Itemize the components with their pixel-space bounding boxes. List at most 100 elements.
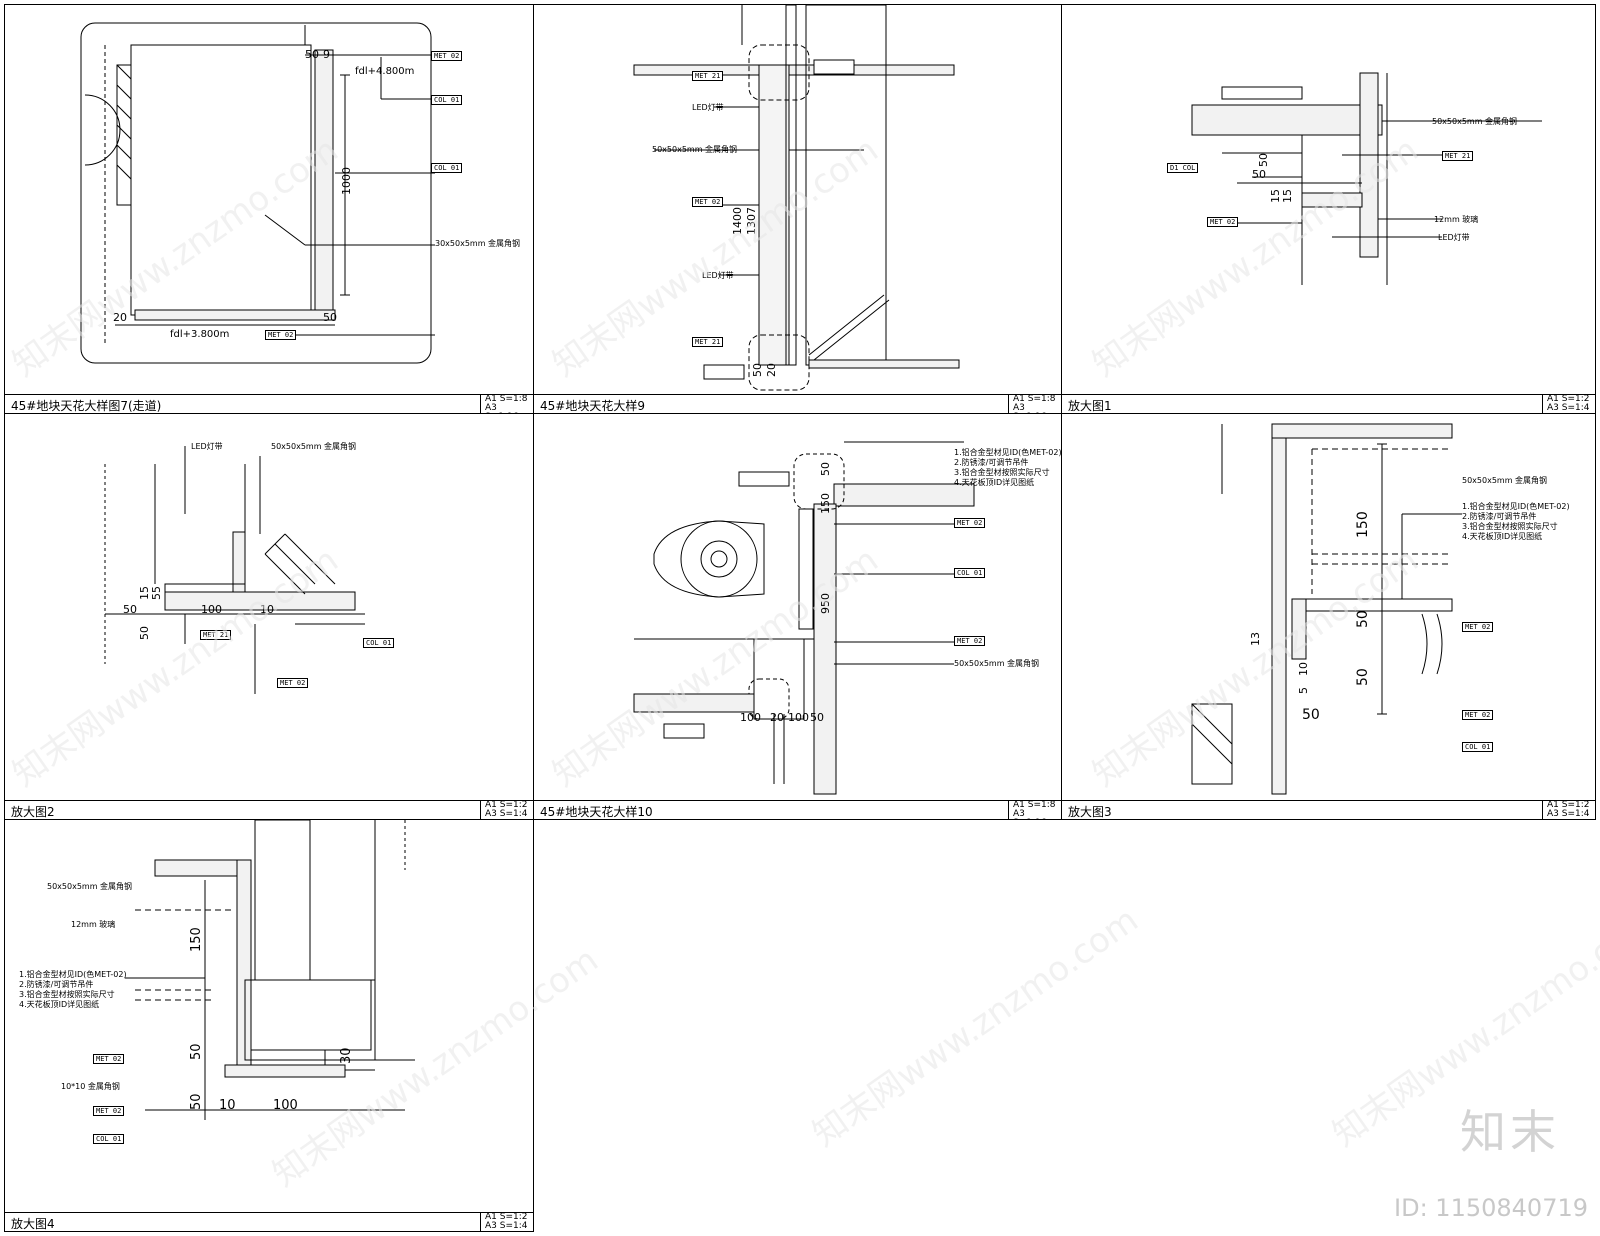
note-line: 3.铝合金型材按照实际尺寸 [954, 468, 1050, 477]
dimension: 13 [1249, 632, 1262, 646]
level-label: fdl+3.800m [170, 329, 230, 340]
dimension: 50 [1252, 168, 1266, 181]
material-tag: MET 02 [1207, 217, 1239, 227]
material-tag: COL 01 [93, 1134, 125, 1144]
material-tag: COL 01 [431, 95, 463, 105]
panel-detail-7: MET 02 COL 01 COL 01 MET 02 fdl+4.800m 3… [4, 4, 534, 414]
dimension: 50 [819, 462, 832, 476]
dimension: 50 [1355, 610, 1371, 628]
dimension: 9 [323, 48, 330, 61]
title-bar: 45#地块天花大样图7(走道) A1 S=1:8A3 S=1:16 [5, 394, 533, 413]
drawing-title: 45#地块天花大样9 [540, 399, 645, 413]
dimension: 10 [219, 1098, 236, 1113]
dimension: 20 [113, 311, 127, 324]
material-tag: MET 02 [1462, 622, 1494, 632]
dimension: 5 [1297, 687, 1310, 694]
panel-enlarged-3: 50x50x5mm 金属角钢 1.铝合金型材见ID(色MET-02) 2.防锈漆… [1061, 413, 1596, 820]
dimension: 30 [339, 1047, 354, 1064]
brand-logo: 知末 [1460, 1105, 1560, 1159]
drawing-title: 45#地块天花大样10 [540, 805, 653, 819]
dimension: 50 [1302, 707, 1320, 723]
scale-a3: A3 S=1:16 [485, 403, 518, 414]
dimension: 50 [1257, 153, 1270, 167]
material-tag: MET 02 [265, 330, 297, 340]
note-line: 2.防锈漆/可调节吊件 [19, 980, 94, 989]
material-tag: D1 COL [1167, 163, 1199, 173]
dimension: 950 [819, 593, 832, 614]
scale-box: A1 S=1:8A3 S=1:16 [1008, 801, 1061, 819]
dimension: 1400 [731, 207, 744, 235]
scale-a1: A1 S=1:2 [485, 1212, 528, 1222]
image-id: ID: 1150840719 [1394, 1194, 1588, 1222]
callout-label: 50x50x5mm 金属角钢 [1432, 117, 1518, 126]
callout-label: LED灯带 [692, 103, 724, 112]
material-tag: COL 01 [1462, 742, 1494, 752]
material-tag: MET 02 [93, 1054, 125, 1064]
callout-label: 50x50x5mm 金属角钢 [47, 882, 133, 891]
callout-label: 30x50x5mm 金属角钢 [435, 239, 521, 248]
material-tag: MET 21 [200, 630, 232, 640]
dimension: 50 [1355, 668, 1371, 686]
scale-a3: A3 S=1:4 [1547, 809, 1590, 819]
material-tag: COL 01 [431, 163, 463, 173]
dimension: 100 [740, 711, 761, 724]
material-tag: MET 02 [692, 197, 724, 207]
dimension: 100 [273, 1098, 298, 1113]
scale-a3: A3 S=1:16 [1013, 403, 1046, 414]
dimension: 50 [189, 1043, 204, 1060]
material-tag: MET 21 [692, 71, 724, 81]
dimension: 50 [810, 711, 824, 724]
note-line: 2.防锈漆/可调节吊件 [1462, 512, 1537, 521]
material-tag: MET 21 [1442, 151, 1474, 161]
note-line: 2.防锈漆/可调节吊件 [954, 458, 1029, 467]
callout-label: 12mm 玻璃 [1434, 215, 1479, 224]
note-line: 1.铝合金型材见ID(色MET-02) [954, 448, 1062, 457]
material-tag: MET 21 [692, 337, 724, 347]
dimension: 50 [138, 626, 151, 640]
dimension: 15 [1269, 189, 1282, 203]
callout-label: 10*10 金属角钢 [61, 1082, 120, 1091]
detail-10-drawing [633, 441, 975, 795]
scale-a3: A3 S=1:4 [485, 809, 528, 819]
scale-a1: A1 S=1:8 [1013, 800, 1056, 810]
note-line: 1.铝合金型材见ID(色MET-02) [19, 970, 127, 979]
watermark: 知末网www.znzmo.com [805, 899, 1146, 1155]
dimension: 20 [765, 363, 778, 377]
scale-a1: A1 S=1:2 [485, 800, 528, 810]
title-bar: 45#地块天花大样9 A1 S=1:8A3 S=1:16 [534, 394, 1061, 413]
drawing-title: 放大图1 [1068, 399, 1112, 413]
enlarged-2-drawing [104, 446, 365, 694]
drawing-title: 放大图4 [11, 1217, 55, 1231]
material-tag: MET 02 [431, 51, 463, 61]
scale-a3: A3 S=1:4 [1547, 403, 1590, 413]
material-tag: MET 02 [93, 1106, 125, 1116]
scale-box: A1 S=1:8A3 S=1:16 [480, 395, 533, 413]
drawing-title: 放大图3 [1068, 805, 1112, 819]
callout-label: 50x50x5mm 金属角钢 [652, 145, 738, 154]
callout-label: 50x50x5mm 金属角钢 [271, 442, 357, 451]
dimension: 100 [201, 603, 222, 616]
detail-7-drawing [80, 22, 435, 364]
callout-label: 50x50x5mm 金属角钢 [954, 659, 1040, 668]
dimension: 1000 [340, 167, 353, 195]
material-tag: MET 02 [954, 636, 986, 646]
note-line: 1.铝合金型材见ID(色MET-02) [1462, 502, 1570, 511]
note-line: 3.铝合金型材按照实际尺寸 [1462, 522, 1558, 531]
scale-a1: A1 S=1:8 [1013, 394, 1056, 404]
drawing-title: 放大图2 [11, 805, 55, 819]
dimension: 150 [1355, 511, 1371, 538]
material-tag: MET 02 [954, 518, 986, 528]
scale-a1: A1 S=1:2 [1547, 800, 1590, 810]
callout-label: 12mm 玻璃 [71, 920, 116, 929]
dimension: 100 [788, 711, 809, 724]
dimension: 15 [1281, 189, 1294, 203]
note-line: 4.天花板顶ID详见图纸 [1462, 532, 1543, 541]
scale-a1: A1 S=1:2 [1547, 394, 1590, 404]
note-line: 4.天花板顶ID详见图纸 [954, 478, 1035, 487]
enlarged-1-drawing [1191, 72, 1542, 285]
callout-label: LED灯带 [191, 442, 223, 451]
